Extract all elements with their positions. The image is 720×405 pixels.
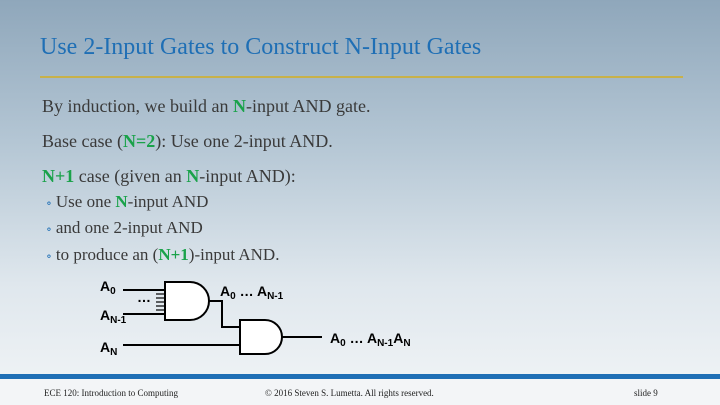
footer-slide-number: slide 9 xyxy=(634,388,658,398)
subscript: 0 xyxy=(110,286,116,297)
label-dots: … xyxy=(137,289,151,305)
bullet-1: ∘Use one N-input AND xyxy=(46,192,208,212)
body-line-2: Base case (N=2): Use one 2-input AND. xyxy=(42,131,333,152)
highlight-n2: N=2 xyxy=(122,131,156,151)
slide-title: Use 2-Input Gates to Construct N-Input G… xyxy=(40,34,482,60)
body-line-1: By induction, we build an N-input AND ga… xyxy=(42,96,370,117)
bullet-icon: ∘ xyxy=(46,249,52,263)
subscript: N xyxy=(403,338,411,349)
highlight-n: N xyxy=(115,192,128,211)
text: case (given an xyxy=(74,166,187,186)
text: A xyxy=(256,283,268,299)
footer-bar xyxy=(0,374,720,379)
label-an1: AN-1 xyxy=(100,307,126,326)
text: Use one xyxy=(55,192,116,211)
text: A xyxy=(100,278,111,294)
subscript: N-1 xyxy=(267,291,284,302)
text: to produce an ( xyxy=(55,245,159,264)
and-gate-2-input xyxy=(239,319,283,355)
text: Base case ( xyxy=(42,131,123,151)
title-underline xyxy=(40,76,683,78)
footer-background xyxy=(0,379,720,405)
text: -input AND xyxy=(127,192,209,211)
highlight-n-plus-1: N+1 xyxy=(42,166,75,186)
text: )-input AND. xyxy=(188,245,280,264)
subscript: N xyxy=(110,347,118,358)
text: A xyxy=(330,330,341,346)
bullet-2: ∘and one 2-input AND xyxy=(46,218,203,238)
text: … xyxy=(235,283,257,299)
text: -input AND): xyxy=(199,166,296,186)
text: and one 2-input AND xyxy=(55,218,203,237)
subscript: 0 xyxy=(230,291,236,302)
subscript: N-1 xyxy=(110,315,127,326)
subscript: 0 xyxy=(340,338,346,349)
highlight-n: N xyxy=(232,96,246,116)
bullet-icon: ∘ xyxy=(46,222,52,236)
footer-copyright: © 2016 Steven S. Lumetta. All rights res… xyxy=(265,388,434,398)
label-mid: A0 … AN-1 xyxy=(220,283,283,302)
text: -input AND gate. xyxy=(245,96,371,116)
text: A xyxy=(220,283,231,299)
footer-course: ECE 120: Introduction to Computing xyxy=(44,388,178,398)
wire-mid xyxy=(209,300,240,328)
text: A xyxy=(366,330,378,346)
text: By induction, we build an xyxy=(42,96,233,116)
text: A xyxy=(393,330,404,346)
label-an: AN xyxy=(100,339,117,358)
body-line-3: N+1 case (given an N-input AND): xyxy=(42,166,296,187)
text: … xyxy=(345,330,367,346)
label-out: A0 … AN-1AN xyxy=(330,330,411,349)
text: A xyxy=(100,339,111,355)
and-gate-n-input xyxy=(164,281,210,321)
highlight-n: N xyxy=(186,166,200,186)
label-a0: A0 xyxy=(100,278,116,297)
text: A xyxy=(100,307,111,323)
text: ): Use one 2-input AND. xyxy=(155,131,333,151)
subscript: N-1 xyxy=(377,338,394,349)
highlight-n-plus-1: N+1 xyxy=(158,245,189,264)
bullet-icon: ∘ xyxy=(46,196,52,210)
bullet-3: ∘to produce an (N+1)-input AND. xyxy=(46,245,279,265)
